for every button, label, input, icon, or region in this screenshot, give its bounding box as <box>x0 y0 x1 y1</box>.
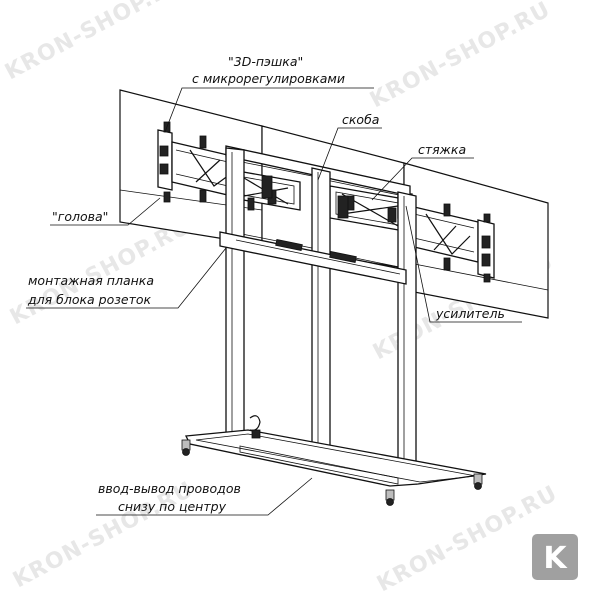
castor-left <box>181 439 191 456</box>
label-usilitel: усилитель <box>435 306 505 321</box>
label-plank-line1: монтажная планка <box>28 273 154 288</box>
brand-badge: K <box>532 534 578 580</box>
post-middle <box>311 167 331 463</box>
label-plank-line2: для блока розеток <box>27 292 152 307</box>
label-styazhka: стяжка <box>418 142 466 157</box>
socket-plank <box>219 231 407 285</box>
label-golova: "голова" <box>52 209 108 224</box>
label-wires-line2: снизу по центру <box>118 499 227 514</box>
bracket-right <box>329 185 495 283</box>
post-left <box>225 147 245 439</box>
callouts: "3D-пэшка" с микрорегулировками скоба ст… <box>27 54 505 514</box>
post-right <box>397 191 417 485</box>
watermark-1: KRON-SHOP.RU <box>1 0 190 85</box>
base <box>181 415 487 506</box>
castor-front <box>385 489 395 506</box>
brand-badge-bg <box>532 534 578 580</box>
label-3d-micro-line1: "3D-пэшка" <box>228 54 303 69</box>
label-skoba: скоба <box>342 112 379 127</box>
brand-badge-letter: K <box>543 541 568 576</box>
watermark-2: KRON-SHOP.RU <box>366 0 555 113</box>
leaders <box>26 87 522 516</box>
label-3d-micro-line2: с микрорегулировками <box>192 71 345 86</box>
label-wires-line1: ввод-вывод проводов <box>98 481 241 496</box>
posts <box>225 147 417 485</box>
castor-back <box>473 473 483 490</box>
